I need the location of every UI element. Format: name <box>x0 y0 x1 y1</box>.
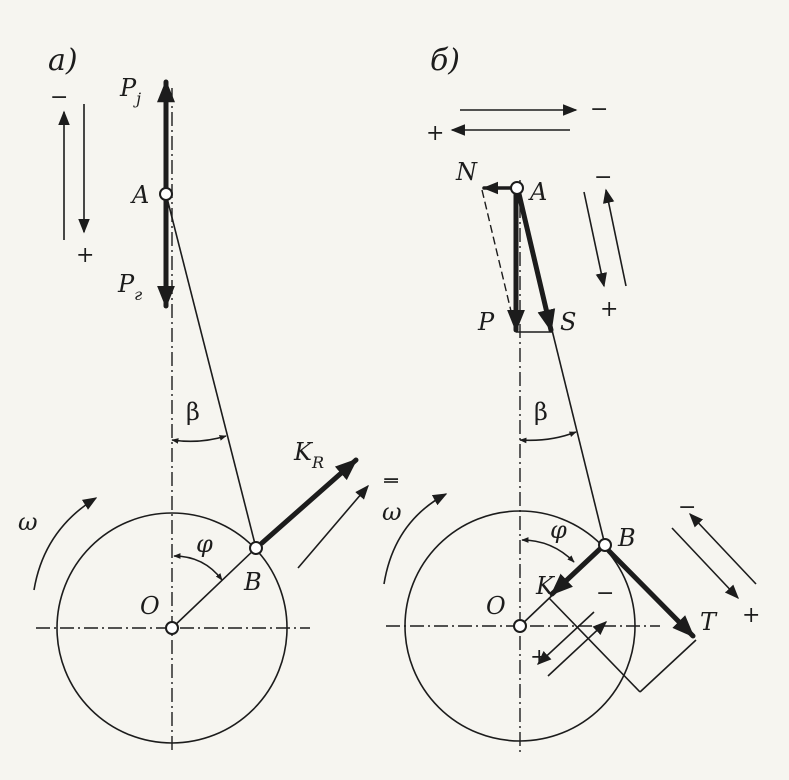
panel-b-horizontal-sign-arrows: − + <box>426 97 608 146</box>
panel-a-sign-arrows: − + <box>50 85 94 268</box>
label-s: S <box>560 308 576 336</box>
kr-sign-minus: − <box>382 467 400 492</box>
force-k-arrow <box>549 545 604 597</box>
panel-b-joint-o <box>513 619 527 633</box>
label-omega: ω <box>18 508 38 536</box>
label-omega-b: ω <box>382 498 402 526</box>
sign-plus: + <box>76 243 94 268</box>
panel-b-beta-arc <box>519 431 577 444</box>
panel-a-phi-arc <box>173 553 223 581</box>
panel-a-connecting-rod <box>165 193 257 549</box>
rod-sign-arrow-up <box>603 188 627 287</box>
label-b-b: B <box>617 524 636 552</box>
panel-b-omega-arrow <box>383 493 448 585</box>
sign-minus-horizontal: − <box>590 97 608 122</box>
sign-plus-k: + <box>530 645 548 670</box>
panel-b: б) − + − + N A <box>382 43 760 752</box>
sign-minus-k: − <box>596 581 614 606</box>
force-t-arrow <box>606 548 696 639</box>
sign-plus-t: + <box>742 603 760 628</box>
panel-a-crank-circle <box>56 512 288 744</box>
panel-b-kt-parallelogram-bottom <box>639 639 697 693</box>
force-s-arrow <box>516 191 556 333</box>
label-kr: KR <box>293 438 324 472</box>
label-n: N <box>455 158 478 186</box>
label-beta-b: β <box>534 398 548 426</box>
sign-minus: − <box>50 85 68 110</box>
panel-b-kt-parallelogram-left <box>548 597 641 693</box>
label-o: O <box>140 592 160 620</box>
panel-b-joint-b <box>598 538 612 552</box>
k-sign-arrow-in <box>536 611 595 665</box>
panel-a-omega-arrow <box>33 497 98 591</box>
sign-minus-s: − <box>594 165 612 190</box>
label-p: P <box>477 308 495 336</box>
panel-b-crank-circle <box>404 510 636 742</box>
label-phi-b: φ <box>550 516 567 544</box>
sign-minus-t: − <box>678 495 696 520</box>
rod-sign-arrow-down <box>583 191 607 288</box>
panel-b-parallelogram-left <box>481 189 517 333</box>
panel-a-joint-a <box>159 187 173 201</box>
label-o-b: O <box>486 592 506 620</box>
k-sign-arrow-out <box>547 621 608 677</box>
kr-sign-arrow <box>297 484 369 569</box>
panel-a-joint-o <box>165 621 179 635</box>
panel-b-phi-arc <box>521 537 575 563</box>
label-beta: β <box>186 398 200 426</box>
label-pg: Pг <box>117 270 142 304</box>
panel-a-beta-arc <box>171 435 227 444</box>
label-pj: Pj <box>119 74 141 108</box>
panel-b-title: б) <box>430 43 460 78</box>
panel-b-rod-sign-arrows: − + <box>583 165 627 322</box>
sign-plus-horizontal: + <box>426 121 444 146</box>
sign-plus-s: + <box>600 297 618 322</box>
panel-a-title: а) <box>48 43 78 78</box>
panel-a-crank <box>171 547 257 629</box>
label-phi: φ <box>196 530 213 558</box>
label-a: A <box>528 178 547 206</box>
label-t: T <box>700 608 718 636</box>
force-kr-arrow <box>259 457 359 546</box>
t-sign-arrow-down <box>671 527 739 600</box>
panel-a: а) − + Pj A Pг β φ KR <box>18 43 400 752</box>
t-sign-arrow-up <box>689 512 757 585</box>
label-k: K <box>535 572 556 600</box>
label-b: B <box>243 568 262 596</box>
panel-b-joint-a <box>510 181 524 195</box>
label-a: A <box>130 181 149 209</box>
panel-a-joint-b <box>249 541 263 555</box>
